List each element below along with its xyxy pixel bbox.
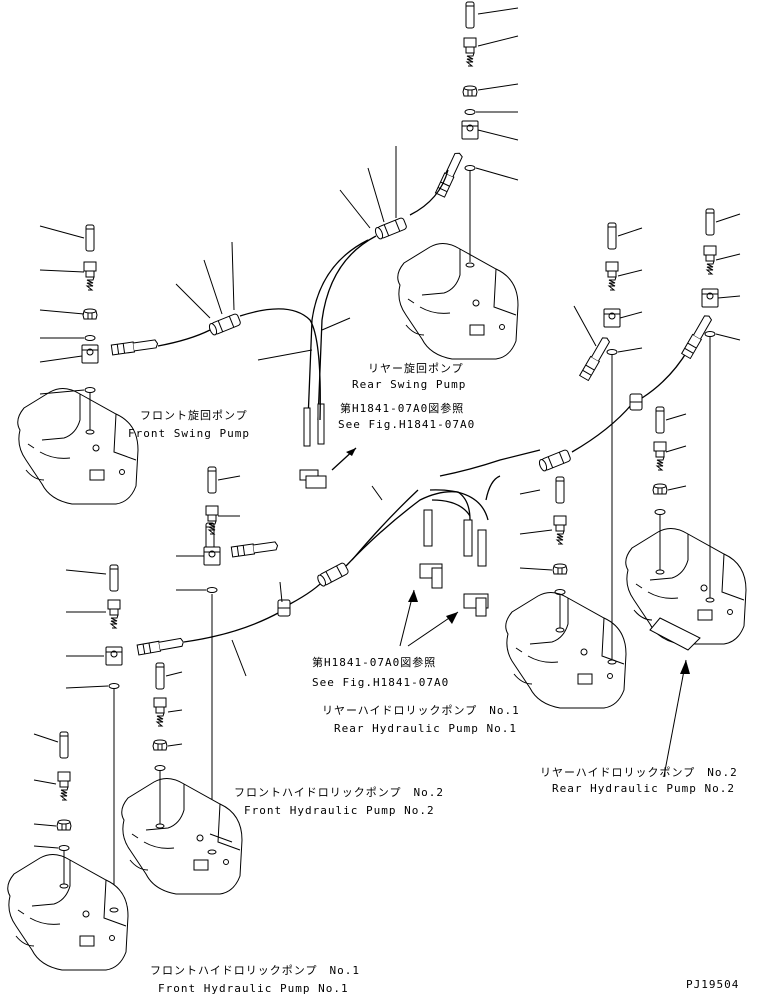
rear-swing-label-jp: リヤー旋回ポンプ xyxy=(368,361,464,375)
leader-lines-rear-swing xyxy=(257,7,519,361)
rear-hydraulic-pump-2 xyxy=(625,527,747,651)
front-left-mid-stack xyxy=(65,564,123,906)
see-fig-mid-en: See Fig.H1841-07A0 xyxy=(312,676,449,689)
front-hyd1-label-jp: フロントハイドロリックポンプ No.1 xyxy=(150,964,360,977)
rear-hydraulic-pump-1 xyxy=(505,591,627,709)
drawing-code: PJ19504 xyxy=(686,978,739,991)
front-swing-pump xyxy=(17,387,139,505)
rear-hyd2-label-jp: リヤーハイドロリックポンプ No.2 xyxy=(540,766,738,779)
front-hydraulic-pump-2 xyxy=(121,777,243,895)
front-swing-label-en: Front Swing Pump xyxy=(128,427,250,440)
connector-block-top xyxy=(299,403,357,489)
front-swing-label-jp: フロント旋回ポンプ xyxy=(140,408,248,422)
see-fig-top-en: See Fig.H1841-07A0 xyxy=(338,418,475,431)
rear-hyd1-label-en: Rear Hydraulic Pump No.1 xyxy=(334,722,517,735)
leader-lines-front-swing xyxy=(39,225,235,395)
see-fig-top-jp: 第H1841-07A0図参照 xyxy=(340,401,464,415)
rear-hyd1-fitting-stack xyxy=(519,222,643,660)
front-hyd2-label-jp: フロントハイドロリックポンプ No.2 xyxy=(234,786,444,799)
front-hyd1-fitting-stack xyxy=(33,731,233,884)
front-swing-fitting-stack xyxy=(81,224,321,430)
front-hyd2-label-en: Front Hydraulic Pump No.2 xyxy=(244,804,435,817)
rear-swing-hose xyxy=(307,150,465,421)
rear-hyd1-label-jp: リヤーハイドロリックポンプ No.1 xyxy=(322,704,520,717)
rear-swing-pump xyxy=(397,242,519,360)
center-hose-routing xyxy=(136,313,714,820)
see-fig-mid-jp: 第H1841-07A0図参照 xyxy=(312,655,436,669)
rear-hyd2-fitting-stack xyxy=(652,208,741,777)
front-hydraulic-pump-1 xyxy=(7,853,129,971)
front-hyd2-fitting-stack xyxy=(152,662,183,824)
rear-hyd2-label-en: Rear Hydraulic Pump No.2 xyxy=(552,782,735,795)
rear-swing-fitting-stack xyxy=(461,1,479,262)
front-hyd1-label-en: Front Hydraulic Pump No.1 xyxy=(158,982,349,994)
rear-swing-label-en: Rear Swing Pump xyxy=(352,378,466,391)
